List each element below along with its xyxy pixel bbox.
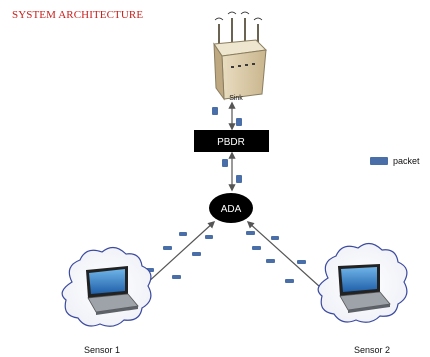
sensor1-laptop-icon [86, 266, 139, 315]
ada-node [209, 193, 253, 223]
sensor2-laptop-icon [338, 264, 391, 313]
diagram-title: SYSTEM ARCHITECTURE [12, 9, 144, 21]
pbdr-label: PBDR [217, 137, 245, 148]
packet [236, 118, 242, 126]
pbdr-box [194, 130, 269, 152]
packet [192, 252, 201, 256]
packet [297, 260, 306, 264]
packet [205, 235, 213, 239]
packets [145, 107, 306, 283]
sink-router-icon [213, 11, 268, 101]
packet [172, 275, 181, 279]
legend-packet-label: packet [393, 156, 420, 166]
sensor2-label: Sensor 2 [354, 345, 390, 355]
packet [179, 232, 187, 236]
sensor1-label: Sensor 1 [84, 345, 120, 355]
packet [252, 246, 261, 250]
packet [212, 107, 218, 115]
legend-packet-swatch [370, 157, 388, 165]
ada-label: ADA [221, 204, 242, 215]
packet [163, 246, 172, 250]
link-ada-sensor2 [246, 221, 332, 297]
sink-label: Sink [229, 95, 243, 102]
packet [236, 175, 242, 183]
packet [246, 231, 255, 235]
packet [271, 236, 279, 240]
packet [285, 279, 294, 283]
packet [222, 159, 228, 167]
packet [266, 259, 275, 263]
